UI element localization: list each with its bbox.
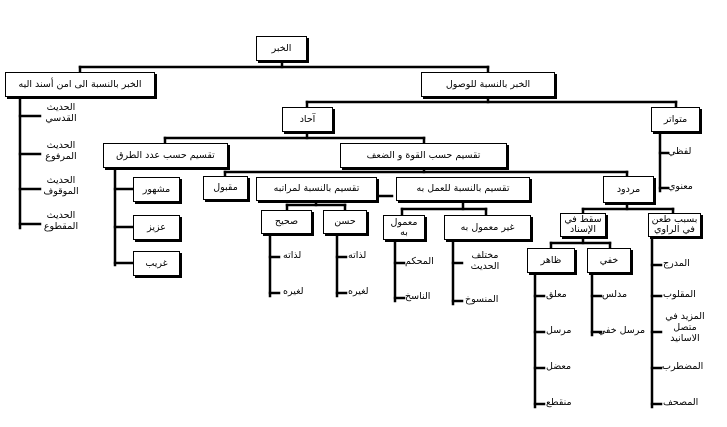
node-by-practice: تقسيم بالنسبة للعمل به xyxy=(396,177,530,201)
label-marfu: الحديث المرفوع xyxy=(45,140,77,162)
node-mardud: مردود xyxy=(603,176,654,203)
label-musahhaf: المصحف xyxy=(663,397,699,408)
node-gharib: غريب xyxy=(133,251,180,276)
label-maqtu: الحديث المقطوع xyxy=(43,210,79,232)
label-mudraj: المدرج xyxy=(663,258,690,269)
node-taan-rawi: بسبب طعن في الراوي xyxy=(648,213,701,237)
label-muallaq: معلق xyxy=(546,289,567,300)
label-manawi: معنوي xyxy=(668,181,693,192)
label-mawquf: الحديث الموقوف xyxy=(43,175,79,197)
label-munqati: منقطع xyxy=(546,397,572,408)
label-mansukh: المنسوخ xyxy=(465,294,499,305)
node-by-paths: تقسيم حسب عدد الطرق xyxy=(103,143,228,168)
label-sahih-lighayrihi: لغيره xyxy=(283,286,304,297)
node-root: الخبر xyxy=(256,36,307,61)
node-ghayr-mamul: غير معمول به xyxy=(444,215,531,240)
label-qudsi: الحديث القدسي xyxy=(45,102,77,124)
label-mukhtalif: مختلف الحديث xyxy=(470,250,500,272)
label-hasan-lidhatihi: لذاته xyxy=(348,250,367,261)
label-mazid: المزيد في متصل الاسانيد xyxy=(665,311,705,344)
label-hasan-lighayrihi: لغيره xyxy=(348,286,369,297)
node-saqt-isnad: سقط في الإسناد xyxy=(560,213,606,237)
node-khafi: خفي xyxy=(587,248,631,273)
label-muhkam: المحكم xyxy=(405,256,434,267)
node-mamul: معمول به xyxy=(383,215,425,240)
node-maqbul: مقبول xyxy=(203,176,248,200)
label-mudallas: مدلس xyxy=(602,289,628,300)
label-lafzi: لفظي xyxy=(668,146,692,157)
node-hasan: حسن xyxy=(323,210,367,234)
node-right-branch: الخبر بالنسبة للوصول xyxy=(421,72,555,97)
node-by-strength: تقسيم حسب القوة و الضعف xyxy=(340,143,507,168)
node-ahad: آحاد xyxy=(282,107,333,132)
node-zahir: ظاهر xyxy=(527,248,575,273)
node-left-branch: الخبر بالنسبة الى امن أسند اليه xyxy=(5,72,155,97)
label-mursal-khafi: مرسل خفي xyxy=(598,325,646,336)
label-maqlub: المقلوب xyxy=(663,289,696,300)
node-by-rank: تقسيم بالنسبة لمراتبه xyxy=(256,177,377,201)
label-mudal: معضل xyxy=(546,361,572,372)
label-mudtarib: المضطرب xyxy=(662,361,704,372)
node-mashhur: مشهور xyxy=(133,177,180,202)
label-mursal: مرسل xyxy=(546,325,572,336)
node-sahih: صحيح xyxy=(261,210,312,234)
label-sahih-lidhatihi: لذاته xyxy=(283,250,302,261)
label-nasikh: الناسخ xyxy=(405,291,431,302)
node-mutawatir: متواتر xyxy=(651,107,700,132)
node-aziz: عزيز xyxy=(133,215,180,240)
